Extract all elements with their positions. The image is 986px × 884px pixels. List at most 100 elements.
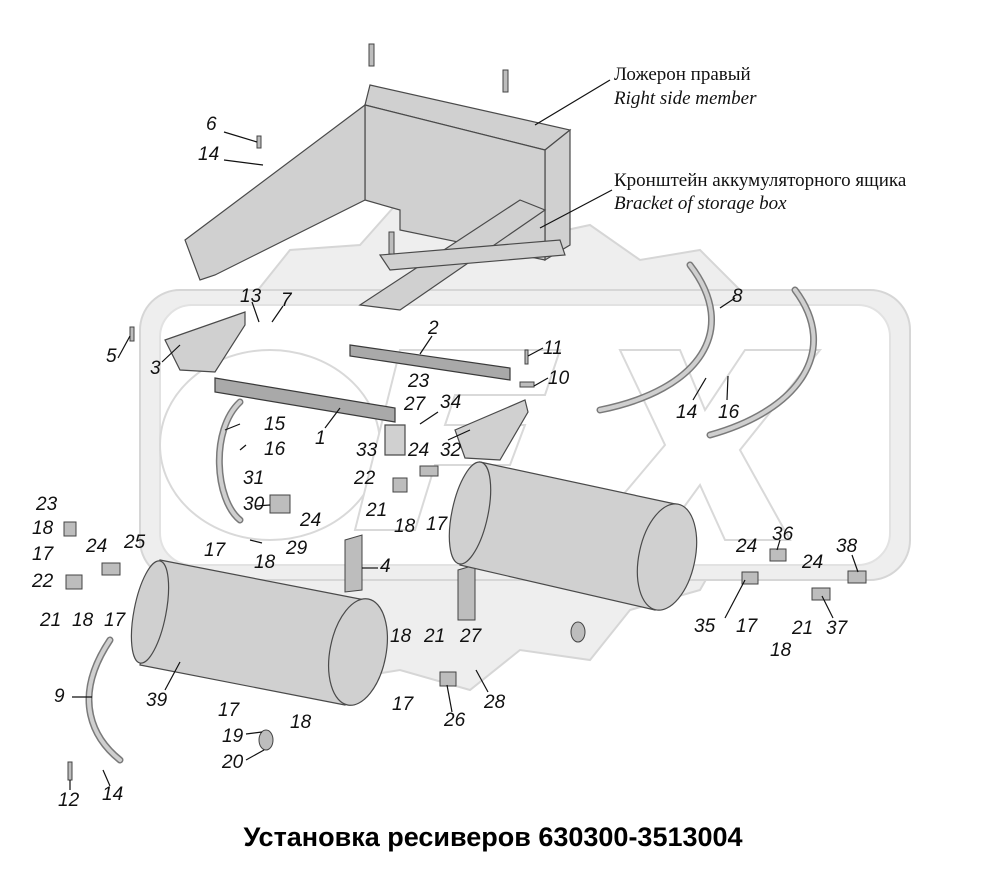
leader-37 xyxy=(821,595,834,619)
strap-9-inner xyxy=(86,638,122,762)
callout-17-bottom: 17 xyxy=(392,694,415,715)
leader-storage-bracket xyxy=(539,189,613,229)
callout-18-left: 18 xyxy=(32,518,54,539)
strap-8-left-inner xyxy=(598,263,714,412)
bar-1 xyxy=(214,377,396,423)
bracket-32 xyxy=(454,399,529,461)
annotation-side-member-ru: Ложерон правый xyxy=(614,64,751,85)
mount-4-lower xyxy=(457,564,476,621)
leader-20 xyxy=(245,749,265,761)
callout-16: 16 xyxy=(264,439,286,460)
fitting-38 xyxy=(847,570,867,584)
callout-numbers: 6 14 13 7 5 3 2 11 10 1 23 27 34 33 24 3… xyxy=(31,114,858,811)
leader-side-member xyxy=(534,79,611,126)
callout-37: 37 xyxy=(826,618,849,639)
callout-22-left: 22 xyxy=(31,571,54,592)
leader-30 xyxy=(255,504,271,507)
leader-1 xyxy=(324,407,341,429)
callout-14-bottom: 14 xyxy=(102,784,123,805)
callout-4: 4 xyxy=(380,556,391,577)
diagram-title: Установка ресиверов 630300-3513004 xyxy=(243,822,742,852)
bar-2 xyxy=(349,344,511,381)
callout-1: 1 xyxy=(315,428,326,449)
leader-15 xyxy=(224,423,241,431)
leader-8 xyxy=(719,297,736,309)
callout-17-mid: 17 xyxy=(204,540,227,561)
callout-24-right-2: 24 xyxy=(801,552,823,573)
pipe-fitting-33 xyxy=(384,424,406,456)
callout-31: 31 xyxy=(243,468,264,489)
callout-18-mid: 18 xyxy=(254,552,276,573)
receiver-lower-end-left xyxy=(130,560,170,664)
leader-14-right xyxy=(692,377,707,401)
leader-14-top xyxy=(223,159,264,166)
bolt-mid xyxy=(388,231,395,255)
callout-17-left: 17 xyxy=(32,544,55,565)
leader-5 xyxy=(117,335,131,359)
callout-34: 34 xyxy=(440,392,461,413)
bolt-12 xyxy=(67,761,73,781)
leader-lines xyxy=(69,79,859,790)
bolt-10 xyxy=(519,381,535,388)
fitting-36 xyxy=(769,548,787,562)
callout-24-right-1: 24 xyxy=(735,536,757,557)
callout-7: 7 xyxy=(281,290,293,311)
callout-18-right: 18 xyxy=(770,640,792,661)
drain-valve-lower xyxy=(258,729,274,751)
leader-32 xyxy=(447,429,471,441)
callout-9: 9 xyxy=(54,686,65,707)
bracket-3 xyxy=(164,311,246,373)
callout-38: 38 xyxy=(836,536,858,557)
bolt-side xyxy=(256,135,262,149)
callout-24-left: 24 xyxy=(85,536,107,557)
receiver-lower xyxy=(130,559,388,706)
leader-28 xyxy=(475,669,489,693)
leader-16 xyxy=(239,444,247,451)
callout-5: 5 xyxy=(106,346,117,367)
leader-3 xyxy=(161,344,181,363)
callout-33: 33 xyxy=(356,440,378,461)
receiver-upper xyxy=(448,461,698,611)
bolt-top-1 xyxy=(368,43,375,67)
leader-2 xyxy=(419,335,433,355)
fitting-37 xyxy=(811,587,831,601)
callout-17-center: 17 xyxy=(426,514,449,535)
callout-36: 36 xyxy=(772,524,794,545)
callout-29: 29 xyxy=(285,538,308,559)
fitting-24-center xyxy=(419,465,439,477)
leader-19 xyxy=(245,731,263,735)
callout-3: 3 xyxy=(150,358,161,379)
fitting-35 xyxy=(741,571,759,585)
strap-15-inner xyxy=(217,400,242,522)
callout-21-right: 21 xyxy=(791,618,813,639)
leader-35 xyxy=(724,579,746,619)
frame-parts xyxy=(129,311,535,621)
leader-39 xyxy=(164,661,181,691)
receiver-upper-end-left xyxy=(448,461,492,565)
leader-13 xyxy=(251,301,260,323)
callout-39: 39 xyxy=(146,690,168,711)
strap-8-right-inner xyxy=(708,288,816,437)
callout-15: 15 xyxy=(264,414,286,435)
leader-10 xyxy=(533,377,549,387)
callout-23: 23 xyxy=(407,371,430,392)
leader-7 xyxy=(271,305,284,323)
callout-2: 2 xyxy=(427,318,439,339)
watermark-logo xyxy=(139,198,911,692)
leader-6 xyxy=(223,131,258,143)
leader-38 xyxy=(851,554,859,573)
callout-24-center: 24 xyxy=(407,440,429,461)
callout-27: 27 xyxy=(403,394,427,415)
leader-36 xyxy=(776,539,781,551)
callout-26: 26 xyxy=(443,710,466,731)
leader-11 xyxy=(527,347,544,357)
callout-21-bottom: 21 xyxy=(423,626,445,647)
callout-25: 25 xyxy=(123,532,146,553)
callout-18-bottom: 18 xyxy=(390,626,412,647)
bracket-arm-upper xyxy=(184,103,366,281)
fitting-25 xyxy=(101,562,121,576)
callout-11: 11 xyxy=(543,338,563,359)
leader-26 xyxy=(446,684,453,713)
callout-28: 28 xyxy=(483,692,506,713)
callout-18-lower-left: 18 xyxy=(72,610,94,631)
